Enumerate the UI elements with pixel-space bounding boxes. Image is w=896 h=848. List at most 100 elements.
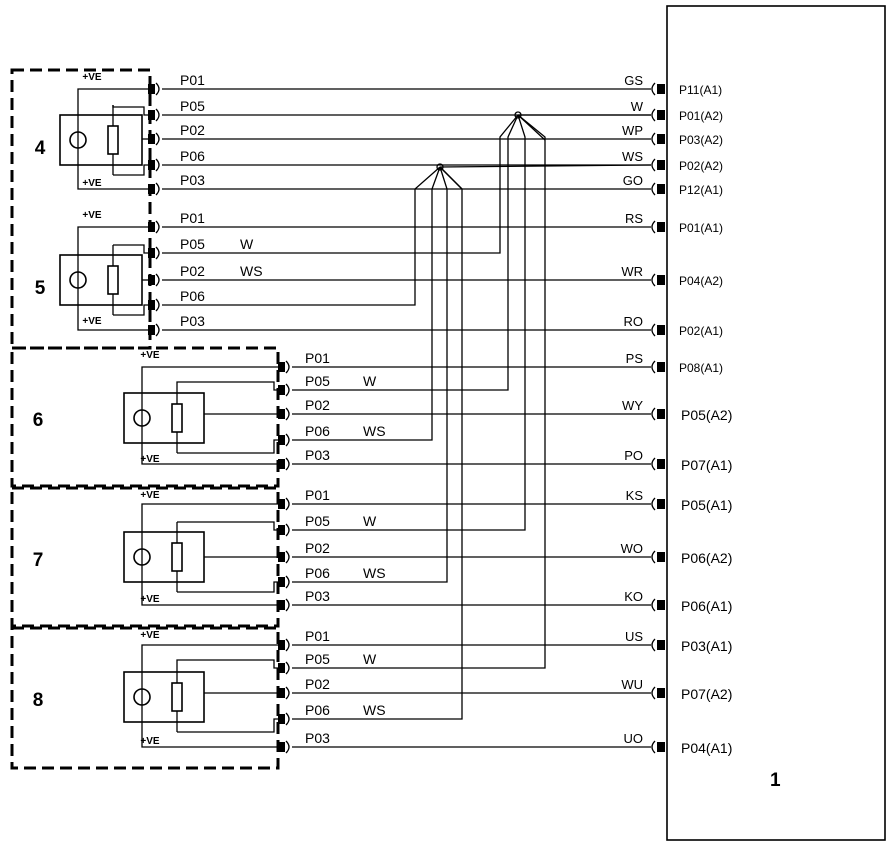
controller-pins-layer: GSP11(A1)WP01(A2)WPP03(A2)WSP02(A2)GOP12… (621, 73, 733, 756)
signal-wire (292, 114, 546, 669)
controller-pin-label: P02(A1) (679, 324, 723, 338)
connector-hook (651, 108, 656, 122)
module-pin: P02 (278, 540, 330, 564)
plus-ve-label: +VE (82, 178, 102, 189)
controller-pin-label: P11(A1) (679, 83, 722, 97)
module-internal-wire (177, 439, 282, 454)
controller-pin-label: P03(A2) (679, 133, 723, 147)
connector-pin (148, 110, 155, 120)
plus-ve-label: +VE (140, 594, 160, 605)
module-internal-wire (176, 381, 282, 391)
module-signal-label: W (240, 236, 254, 252)
controller-pin-label: P06(A2) (681, 550, 732, 566)
controller-signal-label: PO (624, 448, 643, 463)
connector-pin (278, 742, 285, 752)
controller-signal-label: WO (621, 541, 643, 556)
module-pin-label: P03 (305, 588, 330, 604)
connector-hook (651, 497, 656, 511)
connector-pin (278, 435, 285, 445)
module-signal-label: WS (240, 263, 263, 279)
sensor-box (123, 392, 205, 444)
controller-pin-label: P04(A2) (679, 274, 723, 288)
module-pin: P03 (148, 313, 205, 337)
plus-ve-label: +VE (140, 736, 160, 747)
connector-pin (657, 362, 665, 372)
connector-pin (148, 325, 155, 335)
module-pin: P03 (278, 730, 330, 754)
module-internal-wire (141, 453, 282, 465)
module-pin-label: P05 (305, 373, 330, 389)
module-pin-label: P05 (180, 98, 205, 114)
module-signal-label: WS (363, 702, 386, 718)
controller-pin: WO P06(A2) (621, 541, 733, 566)
module-number: 8 (33, 690, 44, 711)
connector-pin (148, 184, 155, 194)
controller-pin-label: P07(A2) (681, 686, 732, 702)
connector-pin (657, 110, 665, 120)
controller-pin-label: P05(A1) (681, 497, 732, 513)
module-internal-wire (112, 105, 152, 116)
plus-ve-label: +VE (140, 350, 160, 361)
connector-hook (285, 383, 290, 397)
module-signal-label: W (363, 651, 377, 667)
controller-signal-label: US (625, 629, 643, 644)
connector-hook (651, 407, 656, 421)
signal-wire (292, 166, 448, 583)
connector-hook (285, 523, 290, 537)
connector-pin (148, 300, 155, 310)
connector-pin (657, 184, 665, 194)
ws-bus-junction (436, 163, 444, 171)
signal-wire (292, 114, 519, 391)
connector-hook (651, 598, 656, 612)
connector-hook (285, 575, 290, 589)
controller-pin-label: P08(A1) (679, 361, 723, 375)
connector-hook (285, 550, 290, 564)
plus-ve-label: +VE (140, 454, 160, 465)
module-pin: P02 (148, 122, 205, 146)
connector-hook (155, 298, 160, 312)
module-pin: P02 (278, 397, 330, 421)
module-internal-wire (77, 226, 152, 247)
module-internal-wire (141, 644, 282, 664)
module-pin-label: P03 (180, 313, 205, 329)
controller-signal-label: GO (623, 173, 643, 188)
module-pin-label: P01 (305, 350, 330, 366)
w-bus-wire (517, 114, 546, 141)
connector-hook (651, 550, 656, 564)
controller-signal-label: WS (622, 149, 643, 164)
module-pin-label: P02 (305, 397, 330, 413)
connector-pin (278, 577, 285, 587)
controller-pin-label: P04(A1) (681, 740, 732, 756)
connector-hook (651, 273, 656, 287)
connector-hook (651, 323, 656, 337)
controller-signal-label: WU (621, 677, 643, 692)
connector-hook (651, 360, 656, 374)
module-pin: P01 (278, 487, 330, 511)
module-internal-wire (141, 366, 282, 385)
module-number: 5 (35, 278, 46, 299)
connector-hook (155, 158, 160, 172)
plus-ve-label: +VE (82, 72, 102, 83)
controller-pin-label: P06(A1) (681, 598, 732, 614)
sensor-box (123, 671, 205, 723)
connector-hook (285, 638, 290, 652)
signal-wire (292, 166, 441, 441)
ws-bus-wire (439, 164, 652, 168)
module-pin-label: P06 (180, 288, 205, 304)
connector-pin (278, 525, 285, 535)
plus-ve-label: +VE (82, 316, 102, 327)
controller-pin: WU P07(A2) (621, 677, 732, 702)
module-pin: P01 (148, 210, 205, 234)
connector-hook (285, 497, 290, 511)
